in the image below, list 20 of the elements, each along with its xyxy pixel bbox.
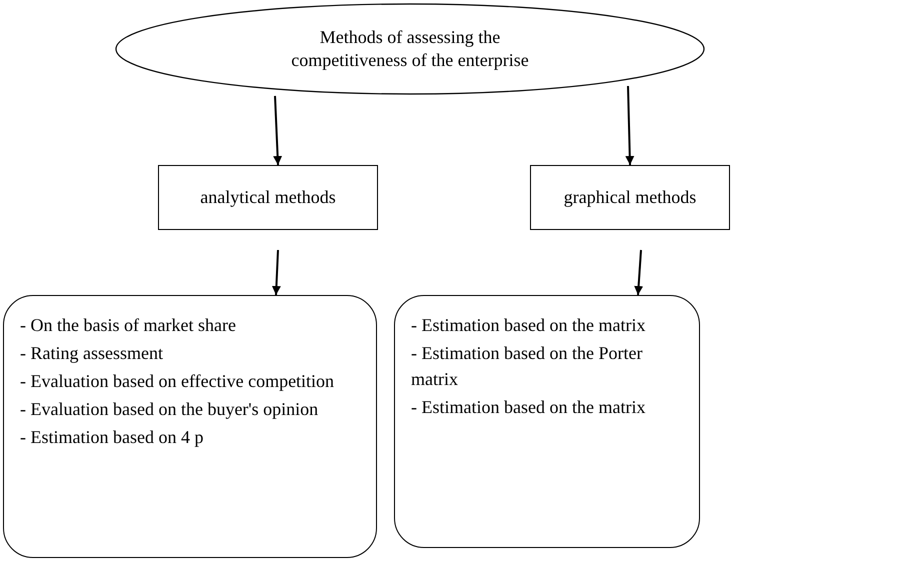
arrow — [634, 250, 644, 296]
arrow — [625, 86, 634, 166]
node-label: Methods of assessing the competitiveness of the enterprise — [290, 26, 530, 72]
list-item: - Evaluation based on the buyer's opinion — [20, 398, 318, 421]
list-item: - Estimation based on the Porter matrix — [411, 342, 644, 391]
node-label: analytical methods — [200, 186, 336, 209]
list-item: - Estimation based on the matrix — [411, 314, 646, 337]
process-box — [530, 165, 730, 230]
ellipse-node — [115, 3, 705, 95]
list-item: - On the basis of market share — [20, 314, 236, 337]
list-item: - Evaluation based on effective competition — [20, 370, 334, 393]
list-box — [394, 295, 700, 548]
arrow — [273, 96, 282, 166]
process-box — [158, 165, 378, 230]
list-item: - Estimation based on 4 p — [20, 426, 204, 449]
list-box — [3, 295, 377, 558]
list-item: - Rating assessment — [20, 342, 163, 365]
list-item: - Estimation based on the matrix — [411, 396, 646, 419]
arrow — [272, 250, 281, 296]
node-label: graphical methods — [564, 186, 696, 209]
